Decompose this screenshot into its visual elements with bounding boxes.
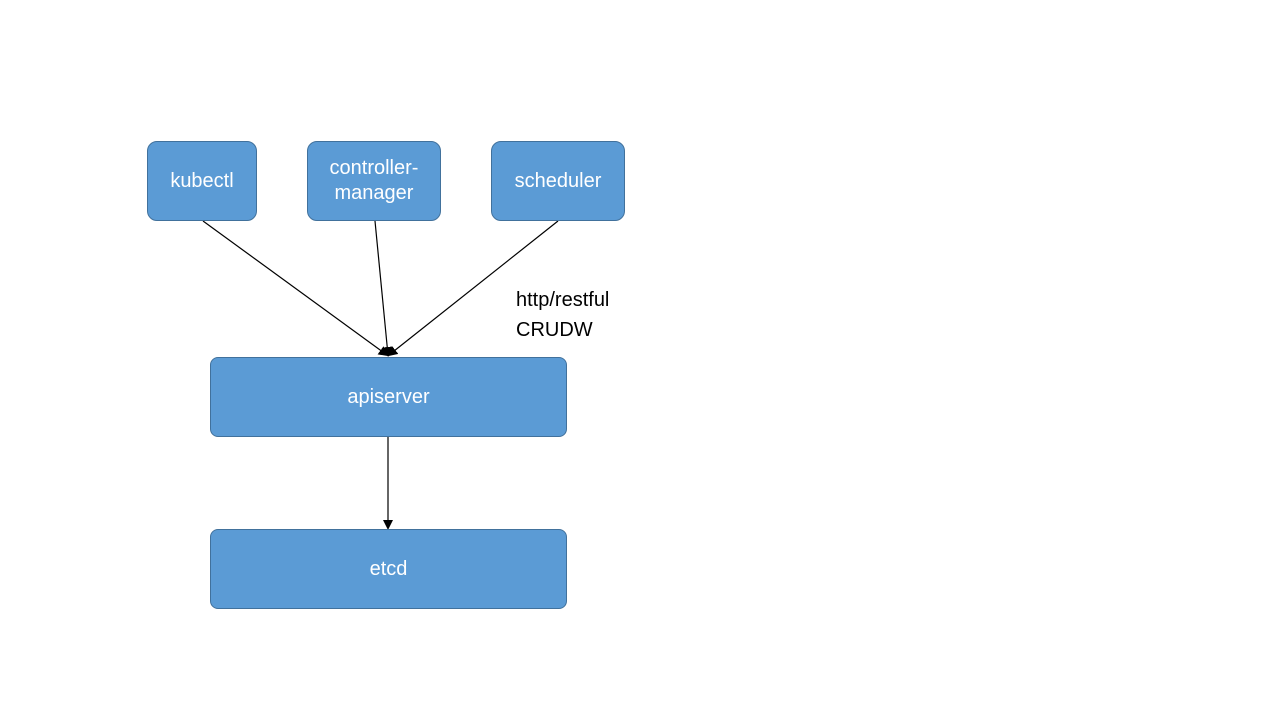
node-controller-manager-label-line1: controller- — [329, 157, 419, 179]
node-controller-manager-label-line2: manager — [334, 182, 414, 204]
edge-protocol-label: http/restful CRUDW — [516, 285, 609, 345]
node-scheduler: scheduler — [491, 141, 625, 221]
edge-protocol-label-line2: CRUDW — [516, 319, 593, 341]
edge-scheduler-to-apiserver — [387, 220, 559, 357]
node-kubectl-label: kubectl — [170, 169, 234, 192]
node-apiserver-label: apiserver — [347, 385, 430, 408]
node-kubectl: kubectl — [147, 141, 257, 221]
node-etcd: etcd — [210, 529, 567, 609]
node-etcd-label: etcd — [369, 557, 408, 580]
node-controller-manager: controller- manager — [307, 141, 441, 221]
edge-kubectl-to-apiserver — [202, 220, 389, 357]
edge-protocol-label-line1: http/restful — [516, 289, 610, 311]
edge-controller-manager-to-apiserver — [374, 220, 393, 357]
node-apiserver: apiserver — [210, 357, 567, 437]
node-scheduler-label: scheduler — [514, 169, 602, 192]
